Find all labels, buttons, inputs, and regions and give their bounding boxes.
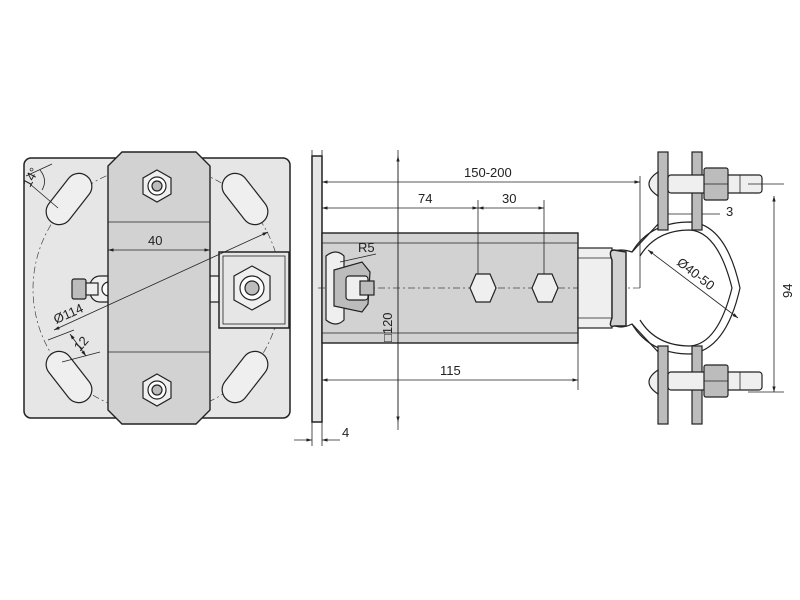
dim-bracket-length: 115 [440, 363, 461, 378]
inner-tube [577, 247, 613, 329]
tube-bolt [469, 273, 497, 303]
plate-clip [325, 251, 375, 325]
dim-clamp-thickness: 3 [726, 204, 733, 219]
dim-bolt-spacing: 30 [502, 191, 516, 206]
bottom-nut [142, 373, 172, 407]
dim-section: □120 [380, 312, 395, 342]
top-nut [142, 169, 172, 203]
dim-slot-width-top: 40 [148, 233, 162, 248]
clamp-nut [233, 265, 271, 311]
pipe-clamp [609, 151, 763, 425]
dim-extension-range: 150-200 [464, 165, 512, 180]
mounting-slot [221, 172, 269, 226]
wall-plate-side [311, 155, 323, 423]
mounting-slot [45, 172, 93, 226]
dim-clamp-height: 94 [780, 284, 795, 298]
dim-offset-74: 74 [418, 191, 432, 206]
tube-bolt [531, 273, 559, 303]
side-view: 150-200 74 30 115 4 R5 □120 3 Ø40-50 94 [294, 150, 795, 446]
dim-plate-thickness: 4 [342, 425, 349, 440]
mounting-slot [45, 350, 93, 404]
mounting-slot [221, 350, 269, 404]
dim-radius: R5 [358, 240, 375, 255]
dim-pipe-diameter: Ø40-50 [674, 255, 717, 294]
front-view: Ø114 40 14° 12 [19, 151, 291, 425]
